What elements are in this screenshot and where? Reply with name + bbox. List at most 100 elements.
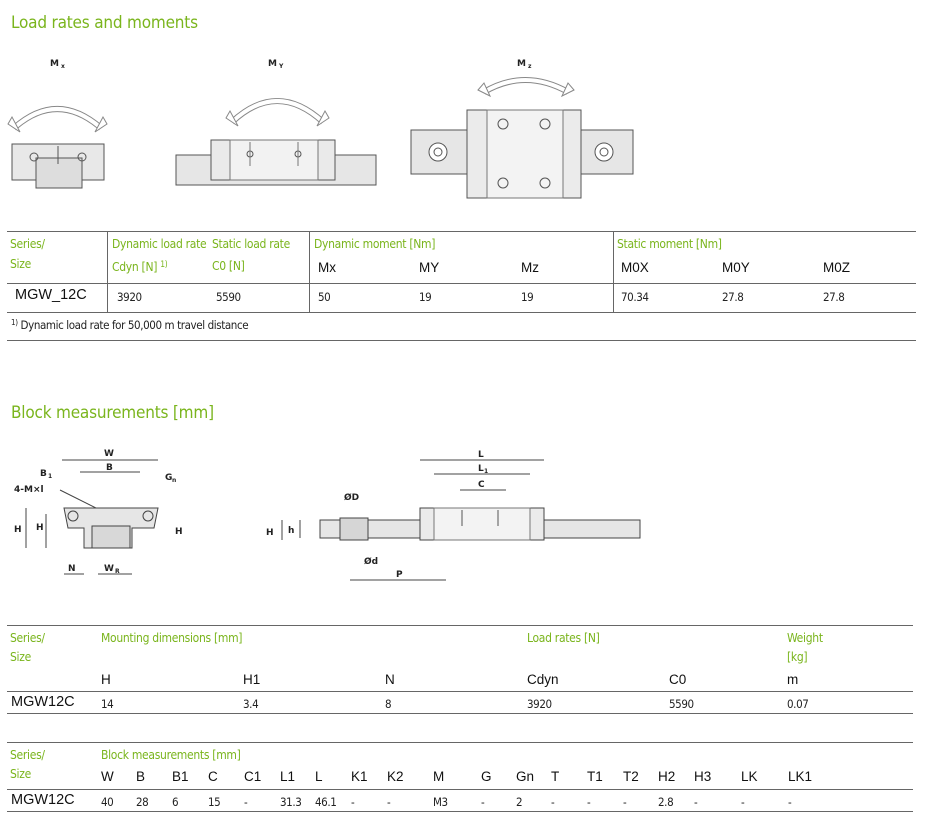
my-diagram-label: M xyxy=(268,59,277,69)
table1-divider xyxy=(107,231,108,312)
table3-value-10: - xyxy=(481,795,485,809)
block-measurements-header: Block measurements [mm] xyxy=(101,748,241,762)
m0x-header: M0X xyxy=(621,260,649,275)
table2-header-rule xyxy=(7,691,913,692)
weight-unit: [kg] xyxy=(787,650,808,664)
size-label: Size xyxy=(10,257,31,271)
table3-header-17: LK xyxy=(741,769,758,784)
h-header: H xyxy=(101,672,111,687)
size-label: Size xyxy=(10,767,31,781)
table2-row-name: MGW12C xyxy=(11,694,75,710)
table3-value-16: - xyxy=(694,795,698,809)
table2-h-value: 14 xyxy=(101,697,114,711)
svg-text:h: h xyxy=(288,526,294,536)
my-header: MY xyxy=(419,260,440,275)
table3-header-4: C1 xyxy=(244,769,262,784)
table1-divider xyxy=(613,231,614,312)
svg-text:n: n xyxy=(172,477,176,484)
table3-header-7: K1 xyxy=(351,769,368,784)
table2-c0-value: 5590 xyxy=(669,697,694,711)
svg-text:Y: Y xyxy=(278,63,284,70)
svg-text:L: L xyxy=(478,450,484,460)
cdyn-symbol: Cdyn [N] 1) xyxy=(112,259,168,274)
dynamic-moment-header: Dynamic moment [Nm] xyxy=(314,237,436,251)
static-moment-header: Static moment [Nm] xyxy=(617,237,722,251)
footnote: 1) Dynamic load rate for 50,000 m travel… xyxy=(11,318,249,332)
table3-header-13: T1 xyxy=(587,769,603,784)
svg-text:P: P xyxy=(396,570,403,580)
table2-weight-value: 0.07 xyxy=(787,697,809,711)
svg-text:B: B xyxy=(106,463,113,473)
table3-header-11: Gn xyxy=(516,769,535,784)
svg-text:ØD: ØD xyxy=(344,492,359,503)
dynamic-load-header: Dynamic load rate xyxy=(112,237,207,251)
mx-diagram-label: M xyxy=(50,59,59,69)
table3-value-8: - xyxy=(387,795,391,809)
series-label: Series/ xyxy=(10,748,45,762)
svg-text:4-M×l: 4-M×l xyxy=(14,485,44,495)
svg-text:B: B xyxy=(40,469,47,479)
footnote-rule xyxy=(7,340,916,341)
table1-cdyn-value: 3920 xyxy=(117,290,142,304)
size-label: Size xyxy=(10,650,31,664)
table3-header-5: L1 xyxy=(280,769,296,784)
table3-header-18: LK1 xyxy=(788,769,813,784)
svg-text:H: H xyxy=(36,523,44,533)
table1-mz-value: 19 xyxy=(521,290,534,304)
table2-cdyn-value: 3920 xyxy=(527,697,552,711)
table3-value-17: - xyxy=(741,795,745,809)
table3-value-3: 15 xyxy=(208,795,221,809)
table3-value-5: 31.3 xyxy=(280,795,302,809)
series-label: Series/ xyxy=(10,237,45,251)
table3-header-2: B1 xyxy=(172,769,189,784)
svg-text:Ød: Ød xyxy=(364,556,378,567)
table3-header-10: G xyxy=(481,769,492,784)
section-title-block-measurements: Block measurements [mm] xyxy=(11,403,214,423)
table3-header-14: T2 xyxy=(623,769,639,784)
load-rates-header: Load rates [N] xyxy=(527,631,600,645)
table1-c0-value: 5590 xyxy=(216,290,241,304)
table3-value-1: 28 xyxy=(136,795,149,809)
svg-text:H: H xyxy=(175,527,183,537)
mz-header: Mz xyxy=(521,260,539,275)
table1-top-rule xyxy=(7,231,916,232)
svg-text:L: L xyxy=(478,464,484,474)
svg-text:H: H xyxy=(266,528,274,538)
static-load-header: Static load rate xyxy=(212,237,290,251)
table3-header-8: K2 xyxy=(387,769,404,784)
table3-row-name: MGW12C xyxy=(11,792,75,808)
m0y-header: M0Y xyxy=(722,260,750,275)
m0z-header: M0Z xyxy=(823,260,850,275)
svg-text:z: z xyxy=(528,63,532,70)
weight-header: Weight xyxy=(787,631,823,645)
svg-text:N: N xyxy=(68,564,76,574)
table3-value-0: 40 xyxy=(101,795,114,809)
m-header: m xyxy=(787,672,799,687)
section-title-load-rates: Load rates and moments xyxy=(11,13,198,33)
svg-text:x: x xyxy=(61,63,65,70)
table3-header-9: M xyxy=(433,769,445,784)
table3-value-11: 2 xyxy=(516,795,523,809)
table2-n-value: 8 xyxy=(385,697,392,711)
series-label: Series/ xyxy=(10,631,45,645)
table3-value-18: - xyxy=(788,795,792,809)
table3-header-rule xyxy=(7,789,913,790)
table2-h1-value: 3.4 xyxy=(243,697,259,711)
n-header: N xyxy=(385,672,395,687)
svg-text:C: C xyxy=(478,480,485,490)
table3-header-0: W xyxy=(101,769,114,784)
table3-value-15: 2.8 xyxy=(658,795,674,809)
table1-m0x-value: 70.34 xyxy=(621,290,649,304)
table2-top-rule xyxy=(7,625,913,626)
table1-m0y-value: 27.8 xyxy=(722,290,744,304)
table3-header-16: H3 xyxy=(694,769,712,784)
table3-header-1: B xyxy=(136,769,146,784)
table1-row-name: MGW_12C xyxy=(15,287,87,303)
table1-m0z-value: 27.8 xyxy=(823,290,845,304)
table2-row-rule xyxy=(7,713,913,714)
table3-header-6: L xyxy=(315,769,323,784)
table3-header-3: C xyxy=(208,769,218,784)
c0-header: C0 xyxy=(669,672,687,687)
